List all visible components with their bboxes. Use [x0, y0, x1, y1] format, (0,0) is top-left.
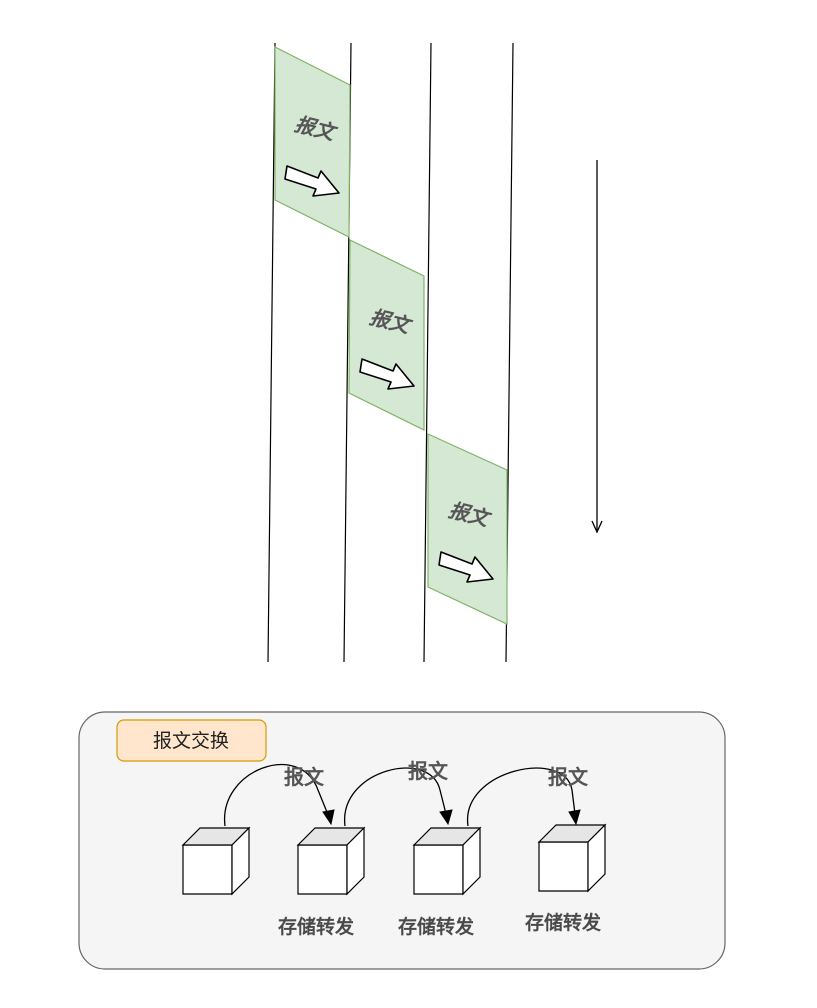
timeline-1 [267, 42, 276, 663]
hop-label: 报文 [408, 759, 449, 783]
cube-front [297, 844, 348, 895]
arrow-right-icon [284, 165, 340, 197]
message-switching-panel: 报文交换 报文 报文 报文 [78, 711, 726, 970]
node-label: 存储转发 [278, 915, 355, 938]
hop-label: 报文 [548, 765, 589, 789]
hop-curve-3 [467, 767, 577, 827]
cube-front [538, 841, 589, 892]
cube-side [462, 826, 481, 896]
arrow-down-icon [322, 809, 335, 826]
cube-side [346, 826, 365, 896]
node-cube-4 [537, 823, 607, 893]
hop-label: 报文 [284, 765, 325, 789]
message-parallelogram [348, 239, 425, 431]
message-block-2: 报文 [348, 239, 425, 431]
hop-curve-1 [224, 764, 332, 827]
time-axis-arrow [591, 160, 603, 534]
timeline-3 [423, 42, 432, 663]
arrow-down-icon [568, 809, 581, 826]
message-block-3: 报文 [427, 433, 508, 625]
cube-front [182, 844, 233, 895]
node-cube-2 [296, 826, 366, 896]
node-label: 存储转发 [525, 911, 602, 934]
hop-arrows [224, 764, 581, 827]
node-cube-3 [412, 826, 482, 896]
node-label: 存储转发 [398, 915, 475, 938]
panel-title: 报文交换 [153, 730, 229, 752]
message-parallelogram [274, 46, 351, 238]
arrow-down-icon [439, 809, 453, 826]
cube-side [587, 823, 606, 893]
hop-curve-2 [344, 767, 449, 827]
message-block-1: 报文 [274, 46, 351, 238]
arrow-down-icon [591, 520, 603, 534]
message-parallelogram [427, 433, 508, 625]
arrow-right-icon [359, 358, 415, 390]
arrow-right-icon [438, 551, 494, 583]
cube-side [231, 826, 250, 896]
cube-front [413, 844, 464, 895]
panel-title-badge [116, 719, 267, 762]
node-cube-1 [181, 826, 251, 896]
